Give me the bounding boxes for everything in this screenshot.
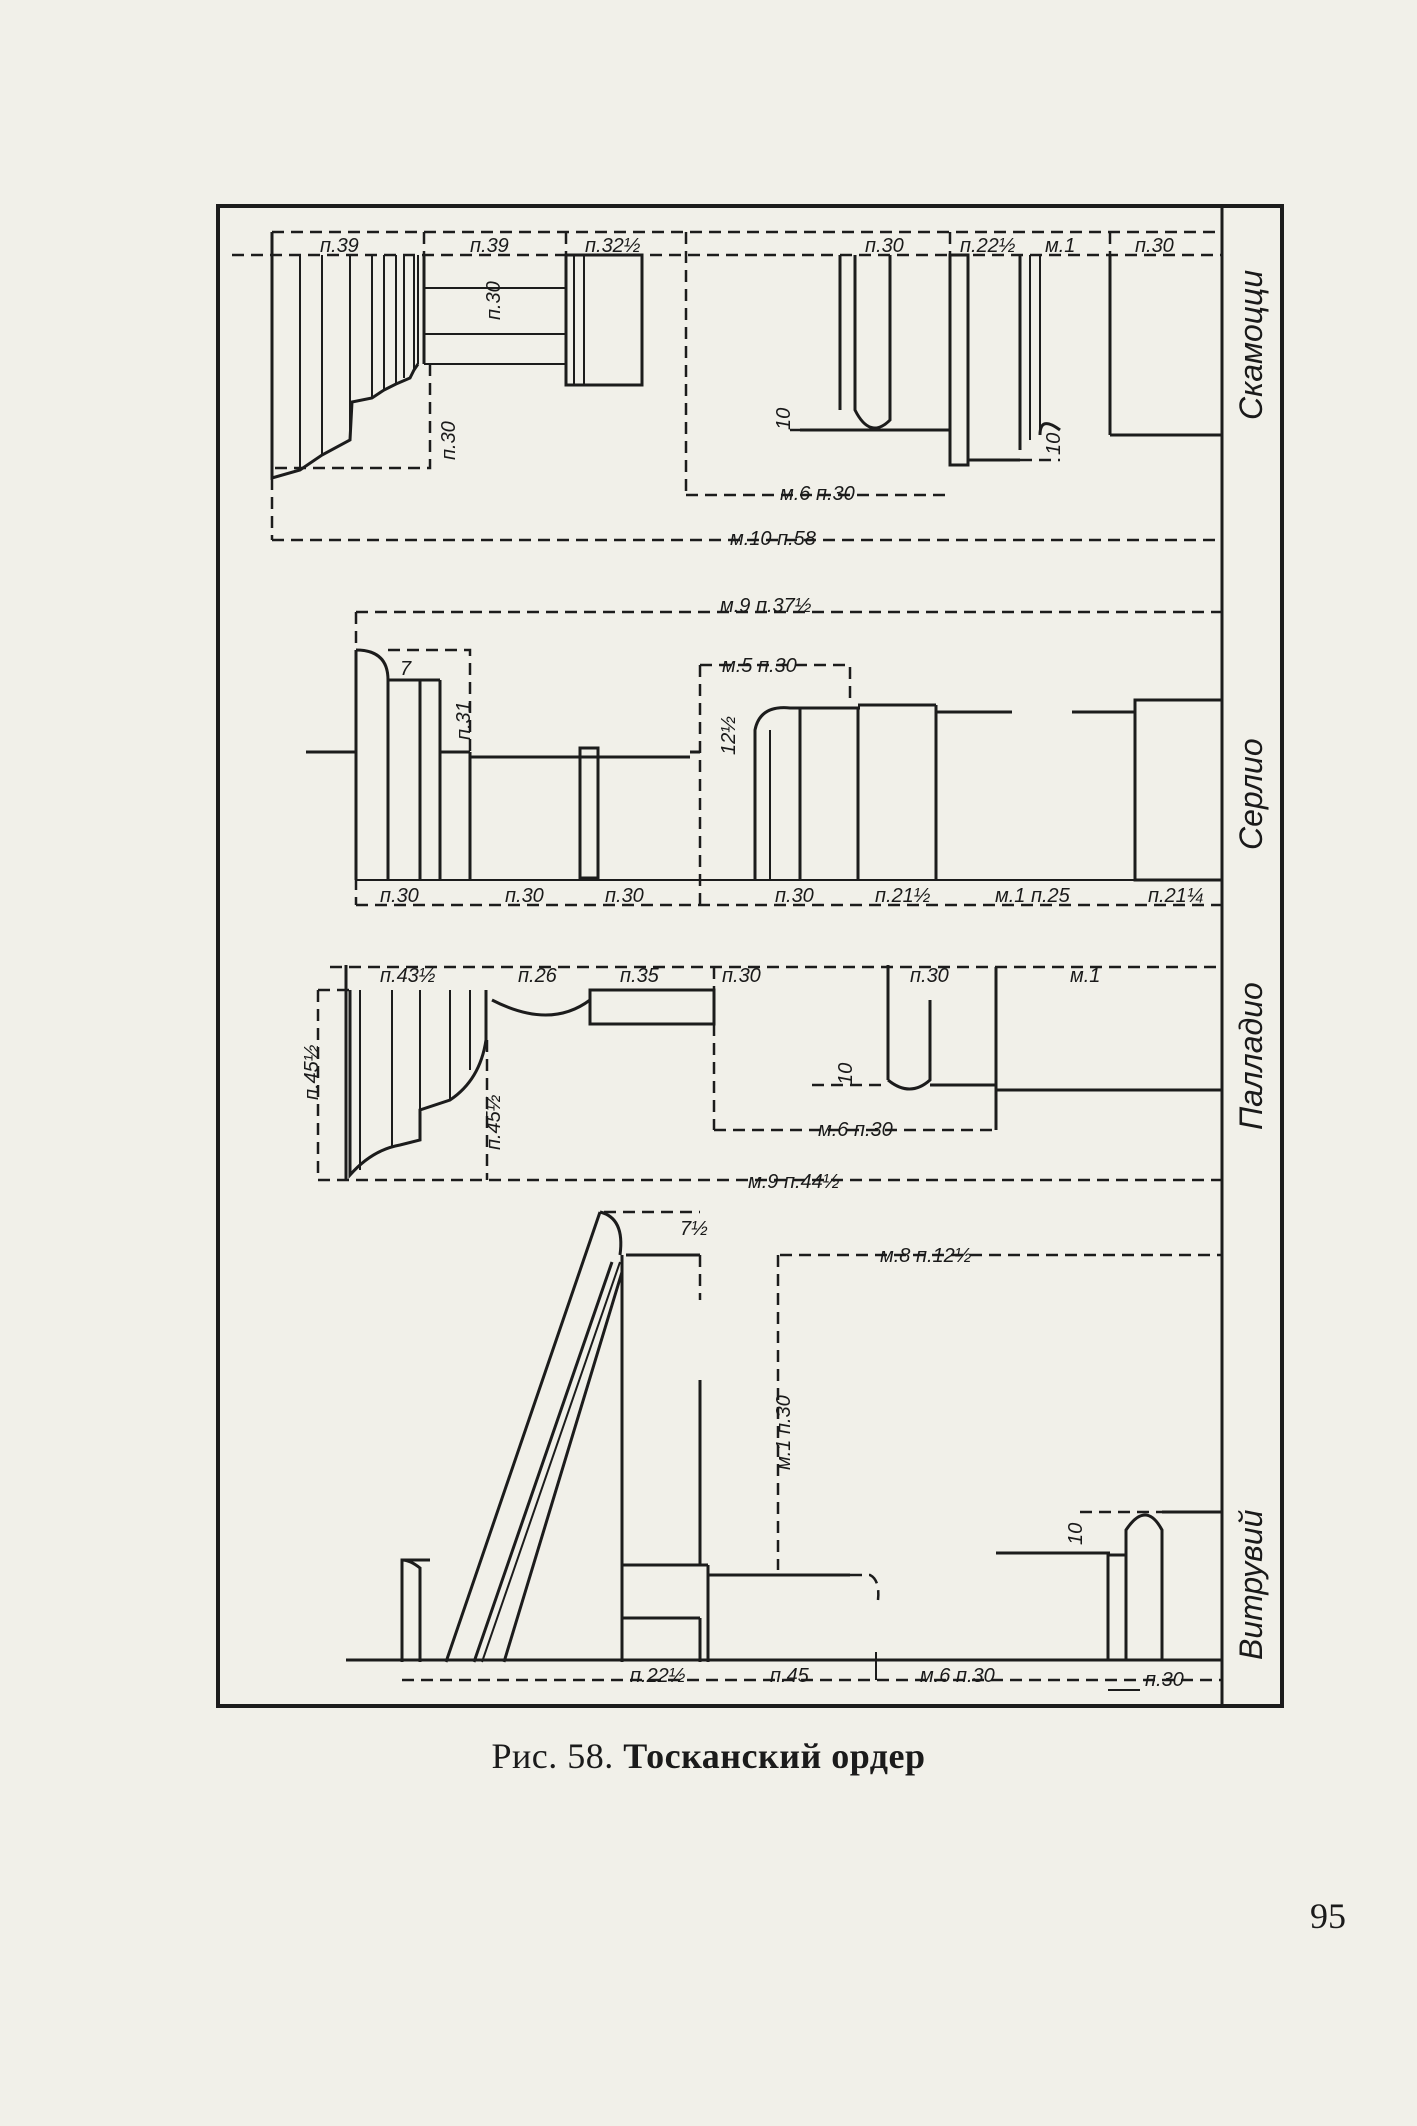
- dim-label: п.30: [722, 965, 761, 987]
- dim-label: м.1: [1045, 235, 1075, 257]
- dim-label: м.1 п.30: [773, 1395, 795, 1470]
- dim-label: м.5 п.30: [722, 655, 797, 677]
- dim-label: п.30: [605, 885, 644, 907]
- dim-label: п.22½: [960, 235, 1016, 257]
- section-label: Скамоцци: [1233, 270, 1269, 420]
- dim-label: 7: [400, 658, 412, 680]
- drawing-frame: [216, 204, 1284, 1708]
- dim-label: п.30: [483, 281, 505, 320]
- dim-label: м.6 п.30: [780, 483, 855, 505]
- dim-label: п.45½: [483, 1094, 505, 1150]
- section-label: Витрувий: [1233, 1509, 1269, 1660]
- dim-label: п.30: [775, 885, 814, 907]
- dim-label: п.30: [865, 235, 904, 257]
- section-label: Серлио: [1233, 738, 1269, 850]
- dim-label: п.39: [470, 235, 509, 257]
- dim-label: 10: [773, 408, 795, 430]
- dim-label: 12½: [718, 716, 740, 755]
- dim-label: 10: [1065, 1523, 1087, 1545]
- dim-label: п.31: [453, 701, 475, 740]
- dim-label: 7½: [680, 1218, 708, 1240]
- figure-caption: Рис. 58. Тосканский ордер: [0, 1735, 1417, 1777]
- dim-label: п.35: [620, 965, 660, 987]
- section-serlio: м.9 п.37½ м.5 п.30 п.31 7 12½ п.30 п.30 …: [306, 595, 1269, 907]
- dim-label: п.45: [770, 1665, 810, 1687]
- dim-label: п.39: [320, 235, 359, 257]
- dim-label: 10: [1043, 433, 1065, 455]
- caption-title: Тосканский ордер: [623, 1736, 926, 1776]
- dim-label: п.30: [438, 421, 460, 460]
- page-number: 95: [1310, 1896, 1346, 1936]
- dim-label: м.10 п.58: [730, 528, 816, 550]
- dim-label: п.21¼: [1148, 885, 1204, 907]
- dim-label: п.26: [518, 965, 558, 987]
- dim-label: м.8 п.12½: [880, 1245, 972, 1267]
- dim-label: м.9 п.37½: [720, 595, 812, 617]
- dim-label: п.21½: [875, 885, 931, 907]
- section-label: Палладио: [1233, 982, 1269, 1130]
- dim-label: п.32½: [585, 235, 641, 257]
- dim-label: м.6 п.30: [920, 1665, 995, 1687]
- caption-prefix: Рис. 58.: [491, 1736, 614, 1776]
- dim-label: м.1 п.25: [995, 885, 1071, 907]
- dim-label: м.9 п.44½: [748, 1171, 840, 1193]
- dim-label: 10: [835, 1063, 857, 1085]
- dim-label: п.45½: [301, 1044, 323, 1100]
- section-scamozzi: п.39 п.39 п.32½ п.30 п.22½ м.1 п.30 п.30…: [232, 230, 1269, 550]
- dim-label: м.6 п.30: [818, 1119, 893, 1141]
- dim-label: м.1: [1070, 965, 1100, 987]
- section-palladio: п.43½ п.26 п.35 п.30 п.30 м.1 п.45½ п.45…: [301, 965, 1269, 1193]
- section-vitruvius: 7½ м.8 п.12½ м.1 п.30 10 п.22½ п.45 м.6 …: [346, 1210, 1269, 1691]
- dim-label: п.30: [380, 885, 419, 907]
- dim-label: п.30: [1135, 235, 1174, 257]
- dim-label: п.30: [910, 965, 949, 987]
- dim-label: п.30: [505, 885, 544, 907]
- dim-label: п.30: [1145, 1669, 1184, 1691]
- dim-label: п.22½: [630, 1665, 686, 1687]
- dim-label: п.43½: [380, 965, 436, 987]
